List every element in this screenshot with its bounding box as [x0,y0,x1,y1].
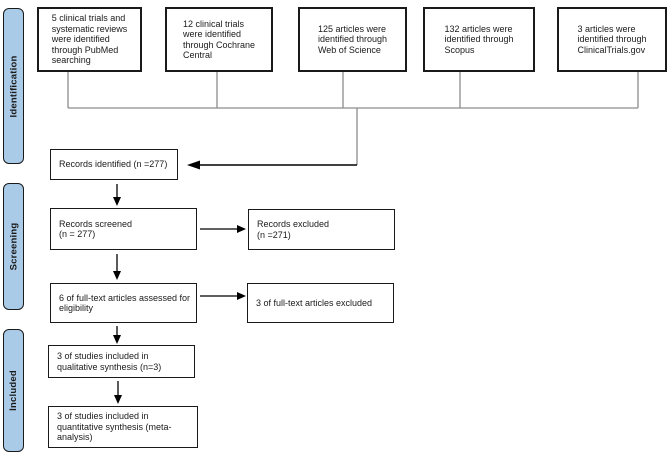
stage-label-included: Included [3,329,24,452]
box-records-screened: Records screened (n = 277) [50,208,197,250]
box-records-identified: Records identified (n =277) [50,149,178,180]
box-fulltext-excluded-text: 3 of full-text articles excluded [256,297,373,308]
arrowhead-to-identified [187,160,200,170]
box-records-excluded-text: Records excluded (n =271) [257,219,330,240]
stage-label-screening-text: Screening [8,222,20,271]
box-quantitative-synthesis-text: 3 of studies included in quantitative sy… [57,411,172,443]
box-qualitative-synthesis: 3 of studies included in qualitative syn… [48,345,195,378]
source-box-pubmed-text: 5 clinical trials and systematic reviews… [51,13,128,66]
source-box-scopus: 132 articles were identified through Sco… [423,7,535,72]
arrowhead-qualitative-quantitative [114,395,122,404]
source-box-scopus-text: 132 articles were identified through Sco… [444,23,514,55]
box-records-excluded: Records excluded (n =271) [248,209,395,250]
source-box-clinicaltrials-text: 3 articles were identified through Clini… [577,23,647,55]
source-box-pubmed: 5 clinical trials and systematic reviews… [37,7,142,72]
box-fulltext-assessed-text: 6 of full-text articles assessed for eli… [59,292,191,314]
box-qualitative-synthesis-text: 3 of studies included in qualitative syn… [57,351,162,372]
source-box-cochrane-text: 12 clinical trials were identified throu… [182,18,256,61]
stage-label-included-text: Included [8,370,20,411]
source-box-clinicaltrials: 3 articles were identified through Clini… [557,7,667,72]
box-records-screened-text: Records screened (n = 277) [59,218,133,240]
stage-label-identification: Identification [3,8,24,164]
box-fulltext-assessed: 6 of full-text articles assessed for eli… [50,283,197,323]
arrowhead-screened-assessed [113,271,121,280]
stage-label-identification-text: Identification [8,55,20,117]
arrowhead-assessed-qualitative [113,335,121,344]
source-box-web-of-science-text: 125 articles were identified through Web… [317,23,388,55]
box-quantitative-synthesis: 3 of studies included in quantitative sy… [48,406,198,448]
source-box-web-of-science: 125 articles were identified through Web… [298,7,407,72]
box-records-identified-text: Records identified (n =277) [59,159,168,170]
source-box-cochrane: 12 clinical trials were identified throu… [165,7,273,72]
arrowhead-assessed-excluded [237,292,246,300]
arrowhead-screened-excluded [237,225,246,233]
stage-label-screening: Screening [3,183,24,310]
box-fulltext-excluded: 3 of full-text articles excluded [247,283,394,323]
arrowhead-identified-screened [113,197,121,206]
